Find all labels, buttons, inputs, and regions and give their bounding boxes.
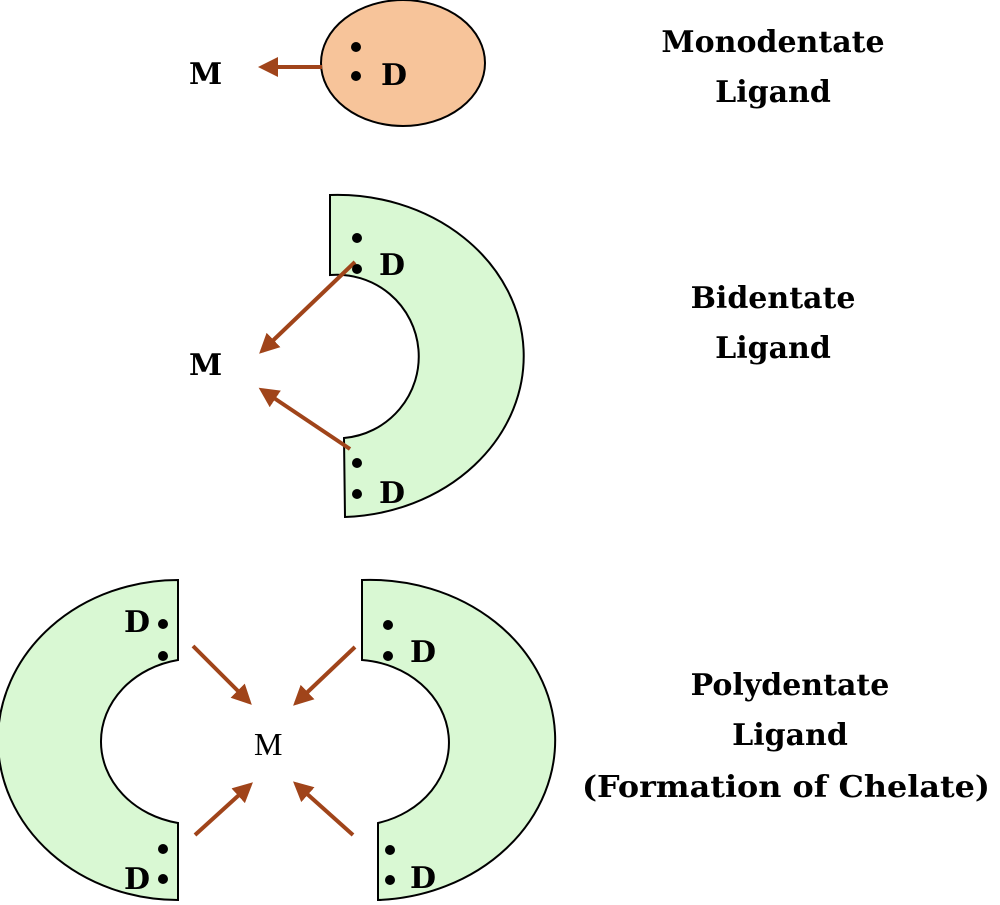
bidentate-donor-bottom-label: D <box>379 476 405 511</box>
polydentate-metal-label: M <box>254 726 282 762</box>
polydentate-lone-pair-dot <box>383 651 393 661</box>
polydentate-donor-left-top-label: D <box>124 605 150 640</box>
monodentate-ligand-ellipse <box>320 0 486 127</box>
polydentate-lone-pair-dot <box>158 844 168 854</box>
polydentate-donor-left-bottom-label: D <box>124 862 150 897</box>
polydentate-right-ligand-arc <box>361 578 557 902</box>
polydentate-lone-pair-dot <box>158 651 168 661</box>
monodentate-group: D M Monodentate Ligand <box>189 0 885 127</box>
bidentate-lone-pair-dot <box>352 489 362 499</box>
monodentate-caption-line2: Ligand <box>715 75 831 110</box>
bidentate-lone-pair-dot <box>352 458 362 468</box>
monodentate-lone-pair-dot <box>351 71 361 81</box>
polydentate-bond-arrow-right-top <box>293 645 357 706</box>
bidentate-lone-pair-dot <box>352 264 362 274</box>
polydentate-caption-line3: (Formation of Chelate) <box>582 770 990 805</box>
polydentate-donor-right-top-label: D <box>410 635 436 670</box>
bidentate-lone-pair-dot <box>352 233 362 243</box>
polydentate-bond-arrow-left-top <box>191 644 252 705</box>
polydentate-donor-right-bottom-label: D <box>410 861 436 896</box>
monodentate-lone-pair-dot <box>351 42 361 52</box>
bidentate-donor-top-label: D <box>379 248 405 283</box>
polydentate-lone-pair-dot <box>385 875 395 885</box>
bidentate-caption-line2: Ligand <box>715 331 831 366</box>
monodentate-metal-label: M <box>189 57 222 92</box>
bidentate-group: D D M Bidentate Ligand <box>189 193 856 519</box>
polydentate-lone-pair-dot <box>385 845 395 855</box>
bidentate-ligand-arc <box>329 193 525 519</box>
polydentate-lone-pair-dot <box>158 874 168 884</box>
polydentate-group: D D D D M Polydentate Ligand (Formation … <box>0 578 990 902</box>
bidentate-metal-label: M <box>189 348 222 383</box>
polydentate-caption-line1: Polydentate <box>691 668 890 703</box>
monodentate-caption-line1: Monodentate <box>661 25 884 60</box>
bidentate-bond-arrow-bottom <box>258 387 352 451</box>
polydentate-lone-pair-dot <box>383 620 393 630</box>
bidentate-bond-arrow-top <box>259 260 357 354</box>
polydentate-left-ligand-arc <box>0 578 179 902</box>
bidentate-caption-line1: Bidentate <box>691 281 856 316</box>
polydentate-caption-line2: Ligand <box>732 718 848 753</box>
polydentate-bond-arrow-left-bottom <box>193 782 253 837</box>
polydentate-bond-arrow-right-bottom <box>293 781 355 837</box>
polydentate-lone-pair-dot <box>158 619 168 629</box>
monodentate-donor-label: D <box>381 58 407 93</box>
